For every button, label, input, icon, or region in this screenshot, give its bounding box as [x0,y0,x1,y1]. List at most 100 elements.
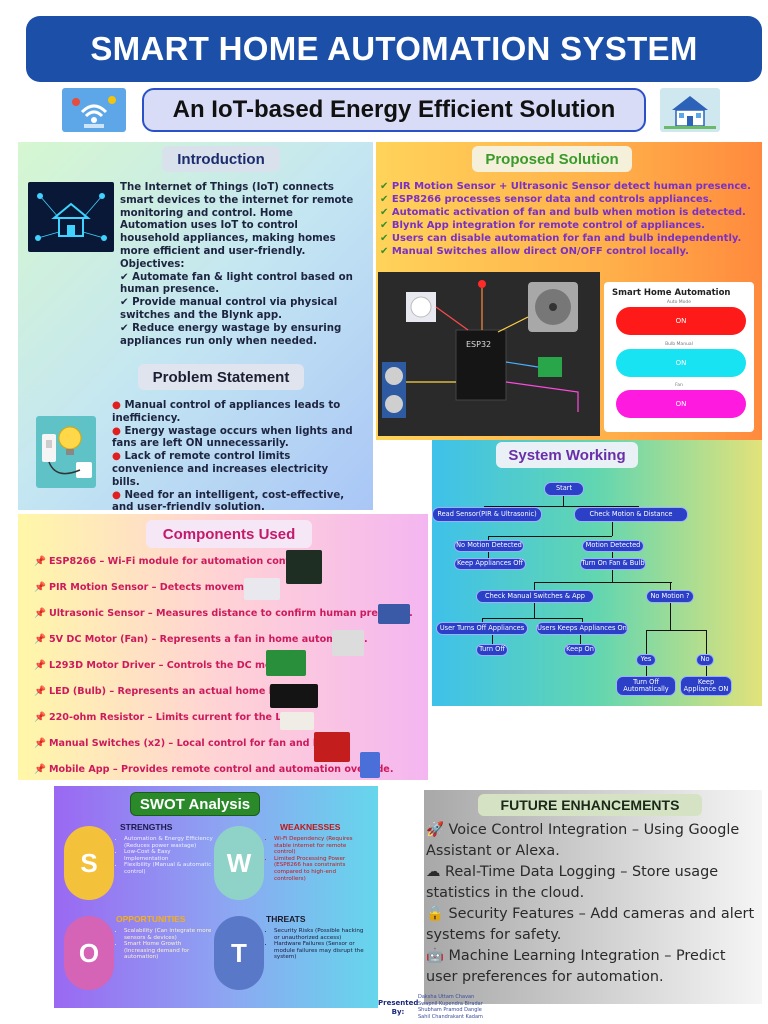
problem-list: ● Manual control of appliances leads to … [112,400,358,510]
future-item: 🚀 Voice Control Integration – Using Goog… [426,822,740,859]
introduction-heading: Introduction [162,146,280,172]
flow-check-motion: Check Motion & Distance [574,507,688,522]
flow-user-on: Users Keeps Appliances On [536,622,628,635]
threats-title: THREATS [266,914,306,924]
objective-item: ✔ Automate fan & light control based on … [120,271,353,296]
threat-item: Hardware Failures (Sensor or module fail… [274,941,366,961]
iot-wifi-logo [62,88,126,132]
component-item: 📌Manual Switches (x2) – Local control fo… [34,738,341,749]
esp32-label: ESP32 [466,340,491,349]
flow-auto-off: Turn Off Automatically [616,676,676,696]
flow-keep-off: Keep Appliances Off [454,558,526,570]
components-heading: Components Used [146,520,312,548]
problem-item: ● Manual control of appliances leads to … [112,400,341,424]
objective-item: ✔ Provide manual control via physical sw… [120,297,338,321]
manual-switch-image [314,732,350,762]
flow-no: No [696,654,714,666]
smart-house-logo [660,88,720,132]
future-item: ☁ Real-Time Data Logging – Store usage s… [426,864,719,901]
problem-item: ● Need for an intelligent, cost-effectiv… [112,489,345,510]
system-working-panel: System Working Start Read Sensor(PIR & U… [432,440,762,706]
swot-w-letter: W [214,826,264,900]
pir-sensor-image [244,578,280,600]
weaknesses-list: Wi-Fi Dependency (Requires stable intern… [266,836,366,882]
app-fan-button[interactable]: ON [616,390,746,418]
ultrasonic-sensor-image [378,604,410,624]
page-title: SMART HOME AUTOMATION SYSTEM [26,16,762,82]
future-enhancements-panel: FUTURE ENHANCEMENTS 🚀 Voice Control Inte… [424,790,762,1004]
introduction-text: The Internet of Things (IoT) connects sm… [120,182,356,348]
problem-item: ● Lack of remote control limits convenie… [112,451,329,488]
app-auto-mode-button[interactable]: ON [616,307,746,335]
threats-list: Security Risks (Possible hacking or unau… [266,928,366,961]
proposed-heading: Proposed Solution [472,146,632,172]
motor-driver-image [266,650,306,676]
opportunity-item: Smart Home Growth (Increasing demand for… [124,941,212,961]
flow-user-off: User Turns Off Appliances [436,622,528,635]
opportunities-title: OPPORTUNITIES [116,914,186,924]
component-item: 📌220-ohm Resistor – Limits current for t… [34,712,300,723]
weakness-item: Wi-Fi Dependency (Requires stable intern… [274,836,366,856]
problem-heading: Problem Statement [138,364,304,390]
future-item: 🔒 Security Features – Add cameras and al… [426,906,755,943]
flow-no-motion-question: No Motion ? [646,590,694,603]
component-item: 📌Ultrasonic Sensor – Measures distance t… [34,608,413,619]
component-item: 📌Mobile App – Provides remote control an… [34,764,394,775]
flow-check-manual: Check Manual Switches & App [476,590,594,603]
presenter-name: Swapnil Kupendra Biradar [418,1000,483,1007]
swot-heading: SWOT Analysis [130,792,260,816]
proposed-item: ✔ PIR Motion Sensor + Ultrasonic Sensor … [380,181,751,192]
proposed-item: ✔ Blynk App integration for remote contr… [380,220,705,231]
app-label-bulb: Bulb Manual [665,342,693,347]
flow-keep-appliance-on: Keep Appliance ON [680,676,732,696]
app-title: Smart Home Automation [612,288,731,298]
strength-item: Flexibility (Manual & automatic control) [124,862,214,875]
blynk-app-screenshot: Smart Home Automation Auto Mode ON Bulb … [604,282,754,432]
circuit-diagram-image: ESP32 [378,272,600,436]
dc-motor-image [332,630,364,656]
app-label-auto: Auto Mode [666,300,692,305]
opportunity-item: Scalability (Can integrate more sensors … [124,928,212,941]
future-heading: FUTURE ENHANCEMENTS [478,794,702,816]
objectives-label: Objectives: [120,258,185,270]
proposed-item: ✔ Users can disable automation for fan a… [380,233,742,244]
introduction-paragraph: The Internet of Things (IoT) connects sm… [120,182,354,257]
flow-yes: Yes [636,654,656,666]
threat-item: Security Risks (Possible hacking or unau… [274,928,366,941]
presenter-names: Daksha Uttam Chavan Swapnil Kupendra Bir… [418,994,483,1020]
flow-turn-off: Turn Off [476,644,508,656]
page-subtitle: An IoT-based Energy Efficient Solution [142,88,646,132]
flow-no-motion: No Motion Detected [454,540,524,552]
component-item: 📌L293D Motor Driver – Controls the DC mo… [34,660,290,671]
app-bulb-button[interactable]: ON [616,349,746,377]
presenter-name: Sahil Chandrakant Kadam [418,1013,483,1020]
future-list: 🚀 Voice Control Integration – Using Goog… [426,820,760,988]
problem-item: ● Energy wastage occurs when lights and … [112,425,353,450]
strength-item: Low-Cost & Easy Implementation [124,849,214,862]
proposed-item: ✔ Automatic activation of fan and bulb w… [380,207,746,218]
flow-start: Start [544,482,584,496]
proposed-item: ✔ Manual Switches allow direct ON/OFF co… [380,246,689,257]
objective-item: ✔ Reduce energy wastage by ensuring appl… [120,322,342,347]
presented-by-label: Presented By: [378,999,419,1016]
strengths-list: Automation & Energy Efficiency (Reduces … [116,836,214,876]
esp8266-image [286,550,322,584]
swot-t-letter: T [214,916,264,990]
introduction-panel: Introduction The Internet of Things (IoT… [18,142,373,510]
future-item: 🤖 Machine Learning Integration – Predict… [426,948,726,985]
flow-keep-on: Keep On [564,644,596,656]
mobile-app-image [360,752,380,778]
swot-o-letter: O [64,916,114,990]
flow-read-sensor: Read Sensor(PIR & Ultrasonic) [432,507,542,522]
presenter-name: Daksha Uttam Chavan [418,994,475,1000]
app-label-fan: Fan [675,383,683,388]
weakness-item: Limited Processing Power (ESP8266 has co… [274,856,366,882]
flow-turn-on: Turn On Fan & Bulb [580,558,646,570]
component-item: 📌PIR Motion Sensor – Detects movement. [34,582,266,593]
proposed-list: ✔ PIR Motion Sensor + Ultrasonic Sensor … [380,180,760,258]
component-item: 📌ESP8266 – Wi-Fi module for automation c… [34,556,309,567]
flow-motion: Motion Detected [582,540,644,552]
resistor-image [280,712,314,730]
strength-item: Automation & Energy Efficiency (Reduces … [124,836,214,849]
light-bulb-switch-image [36,416,96,488]
